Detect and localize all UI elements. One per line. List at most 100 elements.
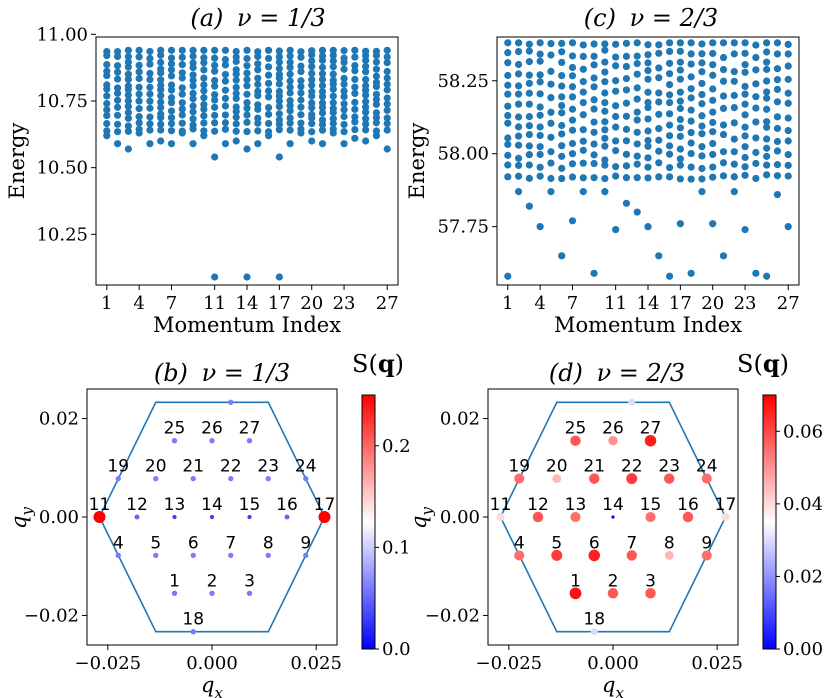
energy-point <box>741 143 749 151</box>
energy-point <box>135 113 143 121</box>
energy-point <box>146 69 154 77</box>
panel-d-colorbar-ticks: 0.000.020.040.06 <box>776 421 823 660</box>
sq-point <box>608 435 618 446</box>
energy-point <box>590 151 598 159</box>
energy-point <box>221 111 230 119</box>
energy-point <box>676 104 684 113</box>
panel-b-title-prefix: (b) <box>154 359 188 387</box>
sq-point <box>628 398 636 406</box>
energy-point <box>698 143 706 151</box>
energy-point <box>297 53 305 61</box>
energy-point <box>189 121 197 129</box>
energy-point <box>167 120 176 128</box>
energy-point <box>601 156 609 164</box>
energy-point <box>221 61 230 69</box>
momentum-label: 18 <box>182 610 204 630</box>
energy-point <box>633 174 641 182</box>
energy-point <box>135 46 143 54</box>
energy-point <box>243 111 251 119</box>
energy-point <box>590 128 598 136</box>
momentum-label: 1 <box>169 571 180 591</box>
momentum-label: 23 <box>658 457 680 477</box>
sq-point <box>645 588 656 599</box>
momentum-label: 14 <box>602 495 624 515</box>
energy-point <box>644 136 652 145</box>
sq-point <box>701 550 712 561</box>
energy-point <box>211 96 219 104</box>
energy-point <box>103 132 111 140</box>
energy-point <box>752 269 760 277</box>
energy-point <box>232 103 240 111</box>
energy-point <box>601 134 609 142</box>
energy-point <box>601 126 609 134</box>
x-tick-label: −0.025 <box>476 653 543 674</box>
energy-point <box>568 217 577 225</box>
energy-point <box>676 124 684 132</box>
energy-point <box>124 70 132 78</box>
energy-point <box>741 82 749 91</box>
energy-point <box>622 125 631 133</box>
energy-point <box>547 40 555 48</box>
energy-point <box>351 125 359 134</box>
energy-point <box>719 159 728 167</box>
energy-point <box>633 140 641 148</box>
momentum-label: 21 <box>182 457 204 477</box>
energy-point <box>504 272 512 280</box>
momentum-label: 17 <box>715 495 737 515</box>
energy-point <box>698 90 706 99</box>
energy-point <box>221 55 230 64</box>
energy-point <box>275 70 283 79</box>
energy-point <box>558 142 566 150</box>
energy-point <box>200 54 208 62</box>
energy-point <box>752 80 760 88</box>
energy-point <box>536 50 544 58</box>
energy-point <box>687 94 695 102</box>
energy-point <box>698 59 706 67</box>
energy-point <box>504 81 512 89</box>
energy-point <box>665 59 674 67</box>
energy-point <box>719 121 728 129</box>
sq-point <box>570 435 581 446</box>
energy-point <box>383 53 391 61</box>
energy-point <box>579 111 587 119</box>
colorbar-tick-label: 0.02 <box>783 566 823 587</box>
energy-point <box>590 159 598 168</box>
energy-point <box>340 80 348 88</box>
energy-point <box>601 46 609 54</box>
energy-point <box>178 74 186 82</box>
sq-point <box>115 552 121 559</box>
energy-point <box>773 161 782 169</box>
energy-point <box>103 60 111 69</box>
energy-point <box>200 81 208 89</box>
energy-point <box>687 175 695 183</box>
energy-point <box>655 147 663 155</box>
energy-point <box>676 88 684 96</box>
energy-point <box>318 126 327 134</box>
energy-point <box>784 161 792 169</box>
energy-point <box>167 99 176 107</box>
energy-point <box>318 109 327 117</box>
energy-point <box>773 76 782 84</box>
energy-point <box>200 112 208 120</box>
energy-point <box>329 92 337 100</box>
energy-point <box>655 159 663 167</box>
energy-point <box>340 47 348 55</box>
energy-point <box>558 39 566 48</box>
energy-point <box>676 58 684 66</box>
energy-point <box>665 272 674 280</box>
colorbar-tick-label: 0.0 <box>382 639 411 660</box>
energy-point <box>514 82 523 90</box>
energy-point <box>103 111 111 120</box>
energy-point <box>514 132 523 140</box>
energy-point <box>558 48 566 56</box>
x-tick-label: 0.000 <box>587 653 639 674</box>
energy-point <box>351 62 359 70</box>
energy-point <box>135 74 143 83</box>
energy-point <box>633 116 641 124</box>
energy-point <box>536 223 544 231</box>
energy-point <box>558 121 566 130</box>
energy-point <box>687 149 695 158</box>
sq-point <box>284 514 290 520</box>
energy-point <box>189 59 197 67</box>
energy-point <box>644 51 652 59</box>
